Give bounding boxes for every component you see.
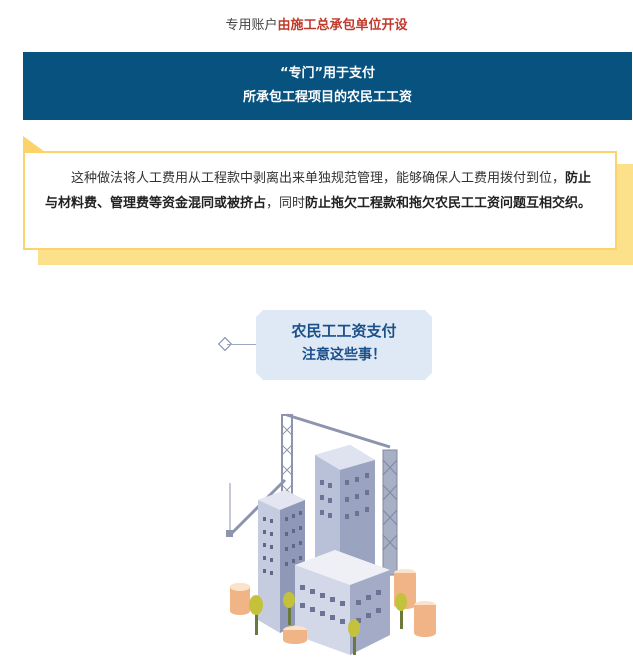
- section-badge: 农民工工资支付 注意这些事！: [248, 302, 440, 388]
- card-notch: [23, 136, 45, 152]
- card-bold-2: 防止拖欠工程款和拖欠农民工工资问题互相交织。: [305, 196, 592, 211]
- banner-line-1: “专门”用于支付: [279, 66, 376, 81]
- badge-corner: [248, 302, 264, 318]
- badge-corner: [424, 372, 440, 388]
- badge-line-2: 注意这些事！: [302, 347, 386, 363]
- construction-buildings-illustration-icon: [226, 413, 436, 655]
- explanation-card: 这种做法将人工费用从工程款中剥离出来单独规范管理，能够确保人工费用拨付到位，防止…: [23, 151, 617, 250]
- card-text-2: ，同时: [266, 196, 306, 211]
- badge-corner: [248, 372, 264, 388]
- badge-connector-line: [227, 344, 259, 345]
- banner-line-2: 所承包工程项目的农民工工资: [242, 90, 412, 105]
- header-prefix: 专用账户: [225, 18, 278, 33]
- header-highlight: 由施工总承包单位开设: [277, 18, 408, 33]
- header-line: 专用账户由施工总承包单位开设: [0, 14, 633, 33]
- badge-corner: [424, 302, 440, 318]
- title-banner: “专门”用于支付 所承包工程项目的农民工工资: [23, 52, 632, 120]
- card-text-1: 这种做法将人工费用从工程款中剥离出来单独规范管理，能够确保人工费用拨付到位，: [71, 171, 566, 186]
- card-bold-1: 防止与材料费、管理费等资金混同或被挤占: [45, 171, 592, 211]
- badge-line-1: 农民工工资支付: [291, 322, 397, 340]
